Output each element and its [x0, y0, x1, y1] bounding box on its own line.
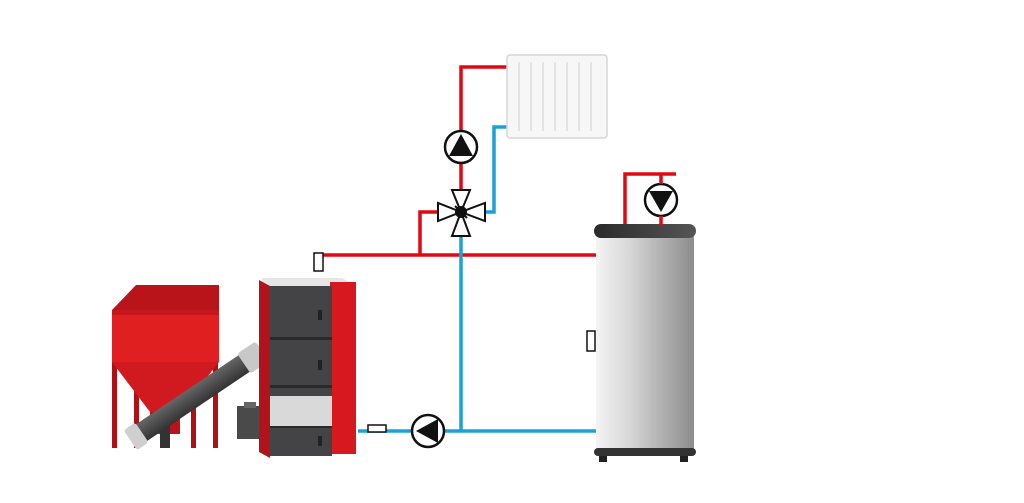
pellet-boiler: [259, 252, 356, 458]
boiler-return-pump: [410, 413, 446, 449]
auger-feeder: [124, 342, 268, 450]
tank-top-pump: [643, 174, 679, 225]
return-temperature-sensor: [367, 424, 387, 433]
supply-valve-branch-pipe: [418, 210, 440, 255]
return-pipes: [358, 125, 597, 433]
tank-top-red-pipe: [623, 172, 676, 225]
buffer-tank: [586, 224, 696, 462]
return-radiator-pipe: [484, 125, 508, 214]
radiator-circuit-pump: [443, 129, 479, 165]
supply-main-pipe: [317, 253, 597, 258]
radiator: [506, 54, 608, 139]
three-way-mixing-valve: [437, 189, 486, 237]
